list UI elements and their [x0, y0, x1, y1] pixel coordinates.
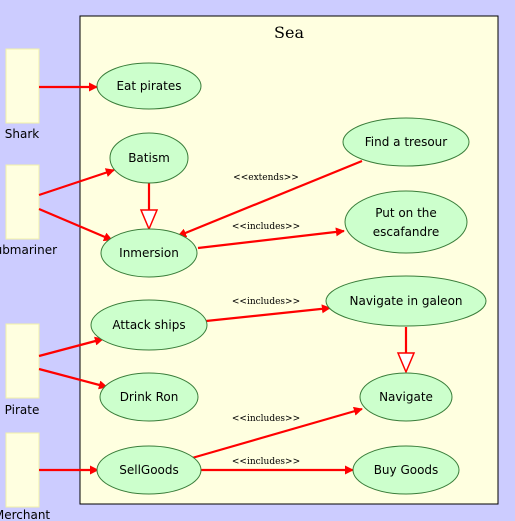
- use-case-drink-ron[interactable]: Drink Ron: [99, 372, 199, 422]
- use-case-sellgoods[interactable]: SellGoods: [96, 445, 202, 495]
- use-case-label: Drink Ron: [120, 390, 179, 404]
- edge-submariner-inmersion: [38, 207, 113, 242]
- edge-inmersion-escafandre: [197, 227, 345, 250]
- use-case-attack-ships[interactable]: Attack ships: [90, 299, 208, 351]
- use-case-label-line-1: Put on the: [375, 206, 437, 220]
- edge-attack-ships-galeon: [205, 304, 331, 323]
- use-case-put-on-the-escafandre[interactable]: Put on the escafandre: [344, 190, 468, 254]
- edge-label-includes-galeon: <<includes>>: [232, 297, 300, 307]
- actor-label: Submariner: [0, 243, 57, 257]
- actor-box: [5, 48, 40, 124]
- use-case-find-a-tresour[interactable]: Find a tresour: [342, 117, 470, 167]
- actor-pirate[interactable]: Pirate: [5, 323, 40, 417]
- edge-pirate-drink-ron: [38, 367, 108, 390]
- use-case-label: Batism: [128, 151, 170, 165]
- edges: [38, 82, 408, 475]
- actor-label: Merchant: [0, 508, 50, 521]
- use-case-label: Find a tresour: [365, 135, 448, 149]
- edge-label-extends: <<extends>>: [233, 173, 299, 183]
- use-case-inmersion[interactable]: Inmersion: [100, 228, 198, 278]
- actor-box: [5, 432, 40, 508]
- use-case-navigate-in-galeon[interactable]: Navigate in galeon: [325, 275, 487, 327]
- use-case-label: Eat pirates: [116, 79, 181, 93]
- use-case-label: SellGoods: [119, 463, 179, 477]
- edge-sellgoods-navigate: [191, 406, 363, 460]
- use-case-label: Navigate in galeon: [349, 294, 462, 308]
- generalization-head-inmersion: [139, 209, 159, 231]
- edge-label-includes-buy-goods: <<includes>>: [232, 457, 300, 467]
- edge-pirate-attack-ships: [38, 336, 104, 358]
- actor-label: Shark: [5, 127, 40, 141]
- use-case-label: Inmersion: [119, 246, 179, 260]
- use-case-navigate[interactable]: Navigate: [359, 372, 453, 422]
- actor-box: [5, 323, 40, 399]
- use-case-eat-pirates[interactable]: Eat pirates: [96, 62, 202, 110]
- use-case-batism[interactable]: Batism: [109, 132, 189, 184]
- edge-find-tresour-inmersion: [177, 159, 363, 238]
- edge-label-includes-navigate: <<includes>>: [232, 414, 300, 424]
- use-case-label-line-2: escafandre: [373, 225, 439, 239]
- use-case-buy-goods[interactable]: Buy Goods: [352, 445, 460, 495]
- actor-merchant[interactable]: Merchant: [0, 432, 50, 521]
- actor-submariner[interactable]: Submariner: [0, 164, 57, 257]
- system-title: Sea: [274, 23, 304, 42]
- actor-label: Pirate: [5, 403, 40, 417]
- use-case-label: Navigate: [379, 390, 433, 404]
- generalization-head-navigate: [396, 352, 416, 374]
- use-case-label: Attack ships: [112, 318, 185, 332]
- actor-shark[interactable]: Shark: [5, 48, 40, 141]
- edge-submariner-batism: [38, 168, 115, 197]
- use-case-label: Buy Goods: [374, 463, 439, 477]
- edge-label-includes-escafandre: <<includes>>: [232, 222, 300, 232]
- actor-box: [5, 164, 40, 240]
